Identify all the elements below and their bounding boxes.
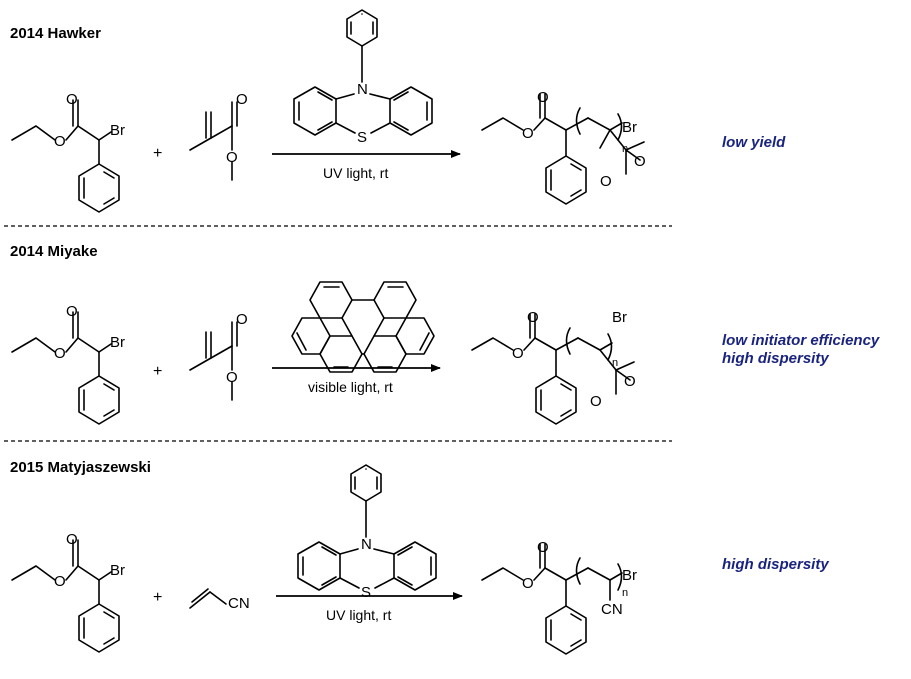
oxygen-label: O xyxy=(512,345,524,362)
catalyst-structure: N S xyxy=(293,9,433,146)
outcome-note: high dispersity xyxy=(722,350,829,367)
catalyst-structure xyxy=(291,281,435,373)
oxygen-label: O xyxy=(54,345,66,362)
oxygen-label: O xyxy=(236,91,248,108)
product-structure: O O O O Br n xyxy=(481,89,646,205)
monomer-structure: O O xyxy=(189,311,248,401)
catalyst-structure: N S xyxy=(297,464,437,601)
oxygen-label: O xyxy=(66,303,78,320)
reaction-conditions: visible light, rt xyxy=(308,379,393,395)
outcome-note: low yield xyxy=(722,134,786,151)
section-title: 2015 Matyjaszewski xyxy=(10,459,151,476)
oxygen-label: O xyxy=(226,369,238,386)
oxygen-label: O xyxy=(590,393,602,410)
nitrile-label: CN xyxy=(228,595,250,612)
section-matyjaszewski: 2015 Matyjaszewski O O Br + CN N S UV li… xyxy=(10,459,829,655)
oxygen-label: O xyxy=(600,173,612,190)
repeat-unit-n: n xyxy=(622,587,628,599)
bromine-label: Br xyxy=(110,334,125,351)
oxygen-label: O xyxy=(537,539,549,556)
nitrogen-label: N xyxy=(357,81,368,98)
oxygen-label: O xyxy=(537,89,549,106)
oxygen-label: O xyxy=(522,575,534,592)
bromine-label: Br xyxy=(110,562,125,579)
section-title: 2014 Hawker xyxy=(10,25,101,42)
repeat-unit-n: n xyxy=(622,143,628,155)
outcome-note: low initiator efficiency xyxy=(722,332,880,349)
product-structure: O O O O Br n xyxy=(471,309,636,425)
oxygen-label: O xyxy=(236,311,248,328)
monomer-structure: CN xyxy=(189,588,250,612)
bromine-label: Br xyxy=(110,122,125,139)
section-hawker: 2014 Hawker O O Br + O O N S UV light, r… xyxy=(10,9,786,213)
nitrogen-label: N xyxy=(361,536,372,553)
oxygen-label: O xyxy=(634,153,646,170)
repeat-unit-n: n xyxy=(612,357,618,369)
reaction-conditions: UV light, rt xyxy=(323,165,388,181)
initiator-structure: O O Br xyxy=(11,303,125,425)
bromine-end-label: Br xyxy=(622,119,637,136)
bromine-end-label: Br xyxy=(622,567,637,584)
oxygen-label: O xyxy=(624,373,636,390)
plus-sign: + xyxy=(153,589,162,606)
oxygen-label: O xyxy=(226,149,238,166)
section-miyake: 2014 Miyake O O Br + O O visible light, … xyxy=(10,243,880,425)
product-structure: O O CN Br n xyxy=(481,539,637,655)
oxygen-label: O xyxy=(54,133,66,150)
plus-sign: + xyxy=(153,363,162,380)
outcome-note: high dispersity xyxy=(722,556,829,573)
reaction-conditions: UV light, rt xyxy=(326,607,391,623)
oxygen-label: O xyxy=(66,91,78,108)
oxygen-label: O xyxy=(527,309,539,326)
initiator-structure: O O Br xyxy=(11,91,125,213)
section-title: 2014 Miyake xyxy=(10,243,98,260)
sulfur-label: S xyxy=(361,584,371,601)
oxygen-label: O xyxy=(66,531,78,548)
nitrile-label: CN xyxy=(601,601,623,618)
initiator-structure: O O Br xyxy=(11,531,125,653)
monomer-structure: O O xyxy=(189,91,248,181)
oxygen-label: O xyxy=(522,125,534,142)
oxygen-label: O xyxy=(54,573,66,590)
bromine-end-label: Br xyxy=(612,309,627,326)
sulfur-label: S xyxy=(357,129,367,146)
plus-sign: + xyxy=(153,145,162,162)
